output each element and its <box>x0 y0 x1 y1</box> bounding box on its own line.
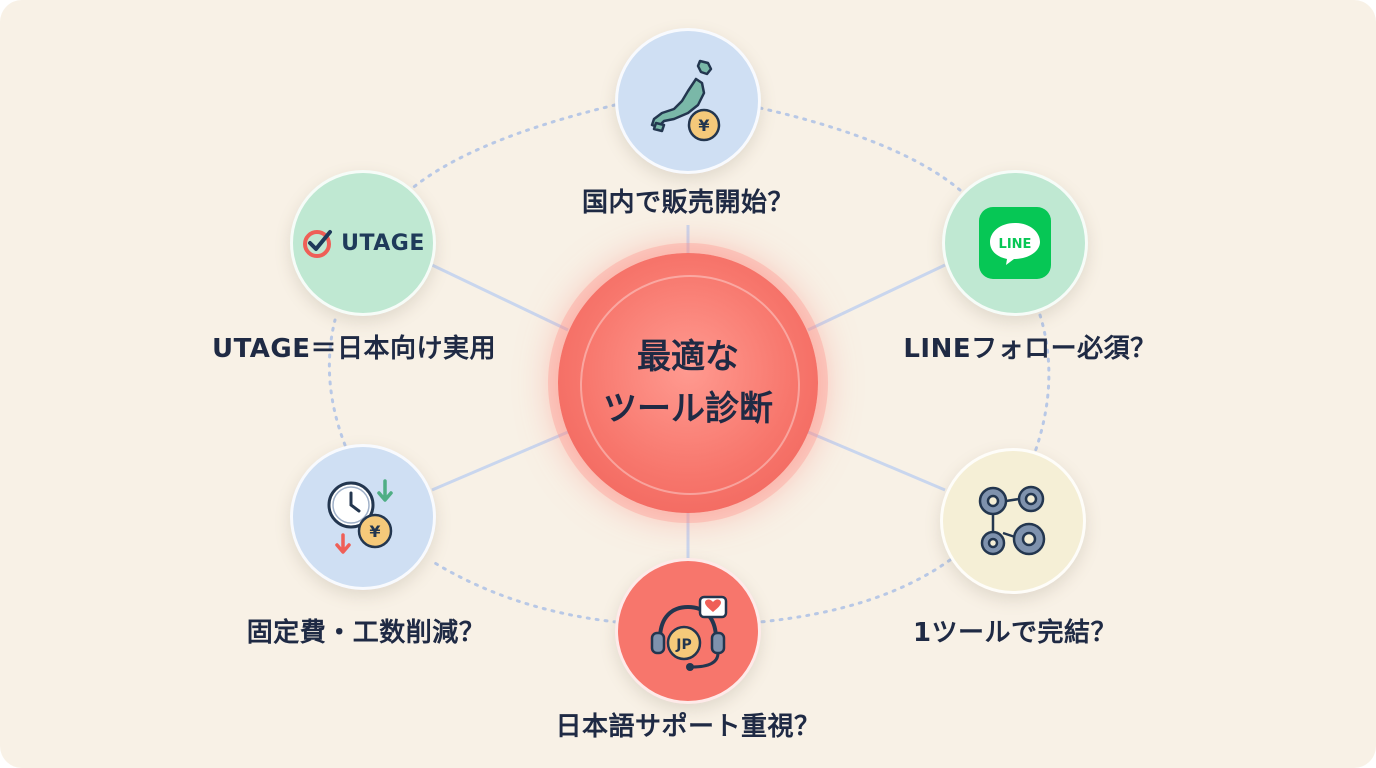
spoke-bottom-left <box>431 430 569 492</box>
node-domestic-sales: ¥ <box>615 28 761 174</box>
center-title-line2: ツール診断 <box>603 389 773 429</box>
label-one-tool: 1ツールで完結？ <box>912 618 1118 648</box>
center-hub: 最適な ツール診断 <box>558 253 818 513</box>
spoke-top-right <box>807 263 946 332</box>
spoke-bottom-right <box>807 430 946 492</box>
svg-text:¥: ¥ <box>698 116 709 135</box>
label-utage: UTAGE＝日本向け実用 <box>211 334 497 364</box>
svg-text:JP: JP <box>675 637 691 653</box>
node-cost-reduction: ¥ <box>290 444 436 590</box>
node-japanese-support: JP <box>615 558 761 704</box>
japan-map-yen-icon: ¥ <box>650 59 721 142</box>
center-title: 最適な ツール診断 <box>603 331 773 435</box>
center-inner-ring <box>580 275 800 495</box>
node-one-tool <box>940 448 1086 594</box>
spoke-top-left <box>431 263 569 332</box>
gears-icon <box>978 485 1046 556</box>
utage-logo-text: UTAGE <box>341 230 425 256</box>
line-logo-icon: LINE <box>979 207 1051 279</box>
svg-text:LINE: LINE <box>999 237 1032 252</box>
headset-support-icon: JP <box>650 595 728 671</box>
label-domestic-sales: 国内で販売開始？ <box>581 188 794 218</box>
label-line-follow: LINEフォロー必須？ <box>903 334 1157 364</box>
node-line-follow: LINE <box>942 170 1088 316</box>
clock-yen-reduction-icon: ¥ <box>327 479 393 554</box>
utage-logo-icon: UTAGE <box>301 226 425 260</box>
label-japanese-support: 日本語サポート重視？ <box>555 712 821 742</box>
label-cost-reduction: 固定費・工数削減？ <box>246 618 486 648</box>
svg-text:¥: ¥ <box>369 522 380 541</box>
node-utage: UTAGE <box>290 170 436 316</box>
center-title-line1: 最適な <box>637 337 739 377</box>
outer-dotted-ring <box>327 103 1051 624</box>
